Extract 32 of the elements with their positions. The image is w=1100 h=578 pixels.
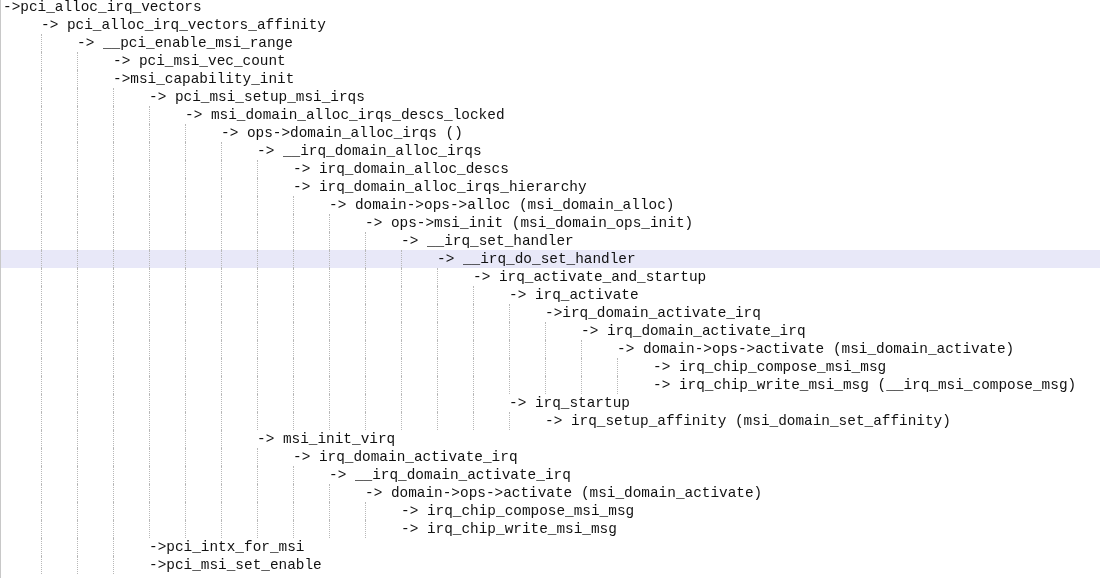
code-line: -> irq_domain_activate_irq <box>293 448 518 466</box>
code-line: -> pci_msi_vec_count <box>113 52 286 70</box>
code-line: -> irq_setup_affinity (msi_domain_set_affinity) <box>545 412 951 430</box>
code-line: -> irq_domain_alloc_irqs_hierarchy <box>293 178 587 196</box>
code-line: -> msi_init_virq <box>257 430 396 448</box>
code-line: -> domain->ops->activate (msi_domain_activate) <box>617 340 1015 358</box>
code-line: -> irq_domain_alloc_descs <box>293 160 509 178</box>
code-line: -> pci_alloc_irq_vectors_affinity <box>41 16 326 34</box>
code-line: -> irq_activate_and_startup <box>473 268 707 286</box>
code-line: -> irq_domain_activate_irq <box>581 322 806 340</box>
code-line: -> ops->msi_init (msi_domain_ops_init) <box>365 214 694 232</box>
code-line: -> irq_chip_write_msi_msg <box>401 520 617 538</box>
code-line: ->pci_intx_for_msi <box>149 538 305 556</box>
code-line: -> __irq_domain_activate_irq <box>329 466 571 484</box>
code-line: -> __irq_do_set_handler <box>437 250 636 268</box>
code-line: -> __irq_domain_alloc_irqs <box>257 142 482 160</box>
code-line: -> msi_domain_alloc_irqs_descs_locked <box>185 106 505 124</box>
code-line: -> pci_msi_setup_msi_irqs <box>149 88 365 106</box>
code-line: -> irq_activate <box>509 286 639 304</box>
code-line: ->irq_domain_activate_irq <box>545 304 761 322</box>
code-line: -> ops->domain_alloc_irqs () <box>221 124 463 142</box>
code-line: -> irq_startup <box>509 394 630 412</box>
code-line: -> domain->ops->activate (msi_domain_activate) <box>365 484 763 502</box>
code-line: ->msi_capability_init <box>113 70 295 88</box>
code-line: -> __pci_enable_msi_range <box>77 34 293 52</box>
code-line: -> irq_chip_compose_msi_msg <box>401 502 635 520</box>
code-line: -> __irq_set_handler <box>401 232 574 250</box>
code-line: ->pci_msi_set_enable <box>149 556 322 574</box>
code-line: ->pci_alloc_irq_vectors <box>3 0 202 16</box>
code-line: -> domain->ops->alloc (msi_domain_alloc) <box>329 196 675 214</box>
code-line: -> irq_chip_compose_msi_msg <box>653 358 887 376</box>
code-line: -> irq_chip_write_msi_msg (__irq_msi_compose_msg) <box>653 376 1077 394</box>
